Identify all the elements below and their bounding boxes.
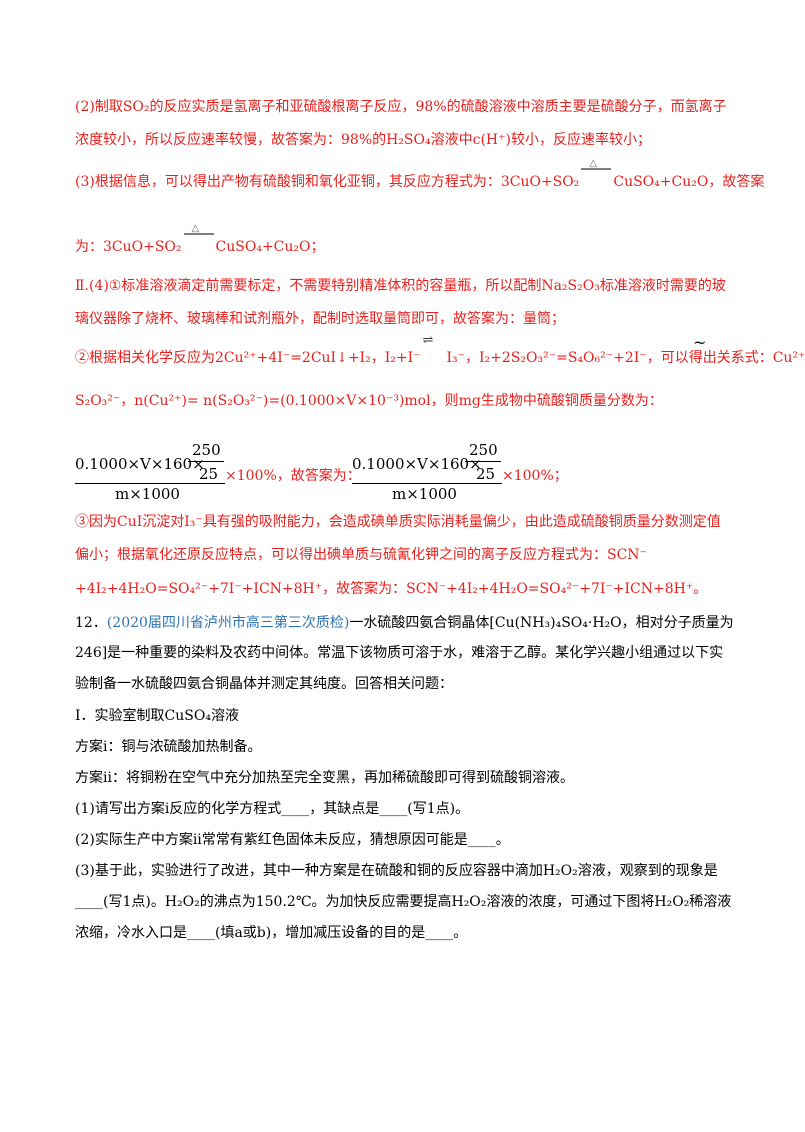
question-12-line-1-text: 一水硫酸四氨合铜晶体[Cu(NH₃)₄SO₄·H₂O，相对分子质量为 bbox=[349, 615, 734, 631]
section-1-title: I．实验室制取CuSO₄溶液 bbox=[75, 708, 239, 724]
answer-2-line-1: (2)制取SO₂的反应实质是氢离子和亚硫酸根离子反应，98%的硫酸溶液中溶质主要… bbox=[75, 99, 727, 115]
answer-5-line-2: 偏小；根据氧化还原反应特点，可以得出碘单质与硫氰化钾之间的离子反应方程式为：SC… bbox=[75, 547, 647, 563]
heat-triangle-icon-2: △ bbox=[191, 223, 200, 234]
question-12-line-2: 246]是一种重要的染料及农药中间体。常温下该物质可溶于水，难溶于乙醇。某化学兴… bbox=[75, 645, 724, 661]
frac-sub-numerator-2: 250 bbox=[469, 441, 498, 459]
answer-3-line-2-pre: 为：3CuO+SO₂ bbox=[75, 239, 182, 255]
sub-question-2: (2)实际生产中方案ii常常有紫红色固体未反应，猜想原因可能是____。 bbox=[75, 832, 510, 848]
answer-4b-line-1-pre: ②根据相关化学反应为2Cu²⁺+4I⁻=2CuI↓+I₂，I₂+I⁻ bbox=[75, 350, 421, 366]
answer-5-line-3: +4I₂+4H₂O=SO₄²⁻+7I⁻+ICN+8H⁺，故答案为：SCN⁻+4I… bbox=[75, 581, 708, 597]
answer-4b-line-1-post: I₃⁻，I₂+2S₂O₃²⁻=S₄O₆²⁻+2I⁻，可以得出关系式：Cu²⁺ bbox=[446, 350, 805, 366]
answer-4-line-1: Ⅱ.(4)①标准溶液滴定前需要标定，不需要特别精准体积的容量瓶，所以配制Na₂S… bbox=[75, 278, 726, 294]
frac-sub-denominator: 25 bbox=[199, 465, 219, 483]
equilibrium-arrow-icon: ⇌ bbox=[422, 333, 434, 348]
question-number: 12． bbox=[75, 615, 107, 631]
question-12-line-1: 12．(2020届四川省泸州市高三第三次质检)一水硫酸四氨合铜晶体[Cu(NH₃… bbox=[75, 614, 734, 632]
tilde-mark: ~ bbox=[693, 333, 707, 352]
frac-denominator: m×1000 bbox=[115, 485, 180, 503]
sub-question-3-line-2: ____(写1点)。H₂O₂的沸点为150.2℃。为加快反应需要提高H₂O₂溶液… bbox=[75, 894, 732, 910]
answer-3-line-2: 为：3CuO+SO₂ △ CuSO₄+Cu₂O； bbox=[75, 223, 325, 256]
frac-numerator: 0.1000×V×160× bbox=[75, 455, 205, 473]
frac-sub-denominator-2: 25 bbox=[476, 465, 496, 483]
answer-3-line-2-post: CuSO₄+Cu₂O； bbox=[215, 239, 325, 255]
sub-question-1: (1)请写出方案i反应的化学方程式____，其缺点是____(写1点)。 bbox=[75, 801, 470, 817]
plan-i: 方案i：铜与浓硫酸加热制备。 bbox=[75, 739, 262, 755]
answer-5-line-1: ③因为CuI沉淀对I₃⁻具有强的吸附能力，会造成碘单质实际消耗量偏少，由此造成硫… bbox=[75, 514, 721, 530]
sub-question-3-line-1: (3)基于此，实验进行了改进，其中一种方案是在硫酸和铜的反应容器中滴加H₂O₂溶… bbox=[75, 863, 718, 879]
answer-4-line-2: 璃仪器除了烧杯、玻璃棒和试剂瓶外，配制时选取量筒即可，故答案为：量筒； bbox=[75, 311, 565, 327]
plan-ii: 方案ii：将铜粉在空气中充分加热至完全变黑，再加稀硫酸即可得到硫酸铜溶液。 bbox=[75, 770, 574, 786]
answer-3-line-1: (3)根据信息，可以得出产物有硫酸铜和氧化亚铜，其反应方程式为：3CuO+SO₂… bbox=[75, 158, 765, 191]
frac-sub-numerator: 250 bbox=[192, 441, 221, 459]
question-source: (2020届四川省泸州市高三第三次质检) bbox=[106, 615, 350, 631]
frac-after-2: ×100%； bbox=[502, 468, 568, 484]
answer-2-line-2: 浓度较小，所以反应速率较慢，故答案为：98%的H₂SO₄溶液中c(H⁺)较小，反… bbox=[75, 132, 651, 148]
heat-triangle-icon: △ bbox=[589, 158, 598, 169]
frac-after-1: ×100%，故答案为： bbox=[225, 468, 361, 484]
answer-3-line-1-post: CuSO₄+Cu₂O，故答案 bbox=[613, 174, 765, 190]
frac-denominator-2: m×1000 bbox=[392, 485, 457, 503]
mass-fraction-expression-2: 0.1000×V×160× 250 25 m×1000 ×100%； bbox=[352, 440, 592, 503]
equilibrium-mark: ⇌ bbox=[421, 333, 447, 362]
answer-4b-line-2: S₂O₃²⁻，n(Cu²⁺)= n(S₂O₃²⁻)=(0.1000×V×10⁻³… bbox=[75, 393, 663, 409]
answer-3-line-1-pre: (3)根据信息，可以得出产物有硫酸铜和氧化亚铜，其反应方程式为：3CuO+SO₂ bbox=[75, 174, 580, 190]
frac-numerator-2: 0.1000×V×160× bbox=[352, 455, 482, 473]
mass-fraction-expression-1: 0.1000×V×160× 250 25 m×1000 ×100%，故答案为： bbox=[75, 440, 361, 503]
answer-4b-line-1: ②根据相关化学反应为2Cu²⁺+4I⁻=2CuI↓+I₂，I₂+I⁻⇌ I₃⁻，I… bbox=[75, 333, 805, 367]
sub-question-3-line-3: 浓缩，冷水入口是____(填a或b)，增加减压设备的目的是____。 bbox=[75, 925, 468, 941]
heat-condition-mark-2: △ bbox=[182, 223, 216, 251]
heat-condition-mark: △ bbox=[579, 158, 613, 186]
question-12-line-3: 验制备一水硫酸四氨合铜晶体并测定其纯度。回答相关问题： bbox=[75, 676, 453, 692]
